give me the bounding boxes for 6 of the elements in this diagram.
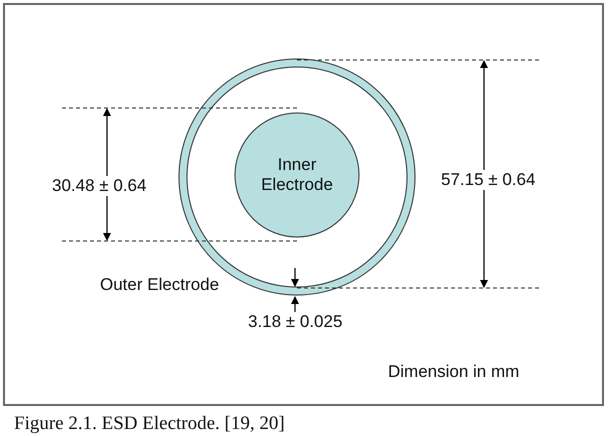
part-label: Outer Electrode	[100, 275, 220, 295]
part-label: Inner Electrode	[260, 155, 334, 195]
electrode-disc	[235, 113, 359, 237]
figure-caption: Figure 2.1. ESD Electrode. [19, 20]	[14, 414, 285, 434]
dimension-label: 30.48 ± 0.64	[52, 176, 146, 196]
dimension-label: 57.15 ± 0.64	[441, 170, 536, 190]
